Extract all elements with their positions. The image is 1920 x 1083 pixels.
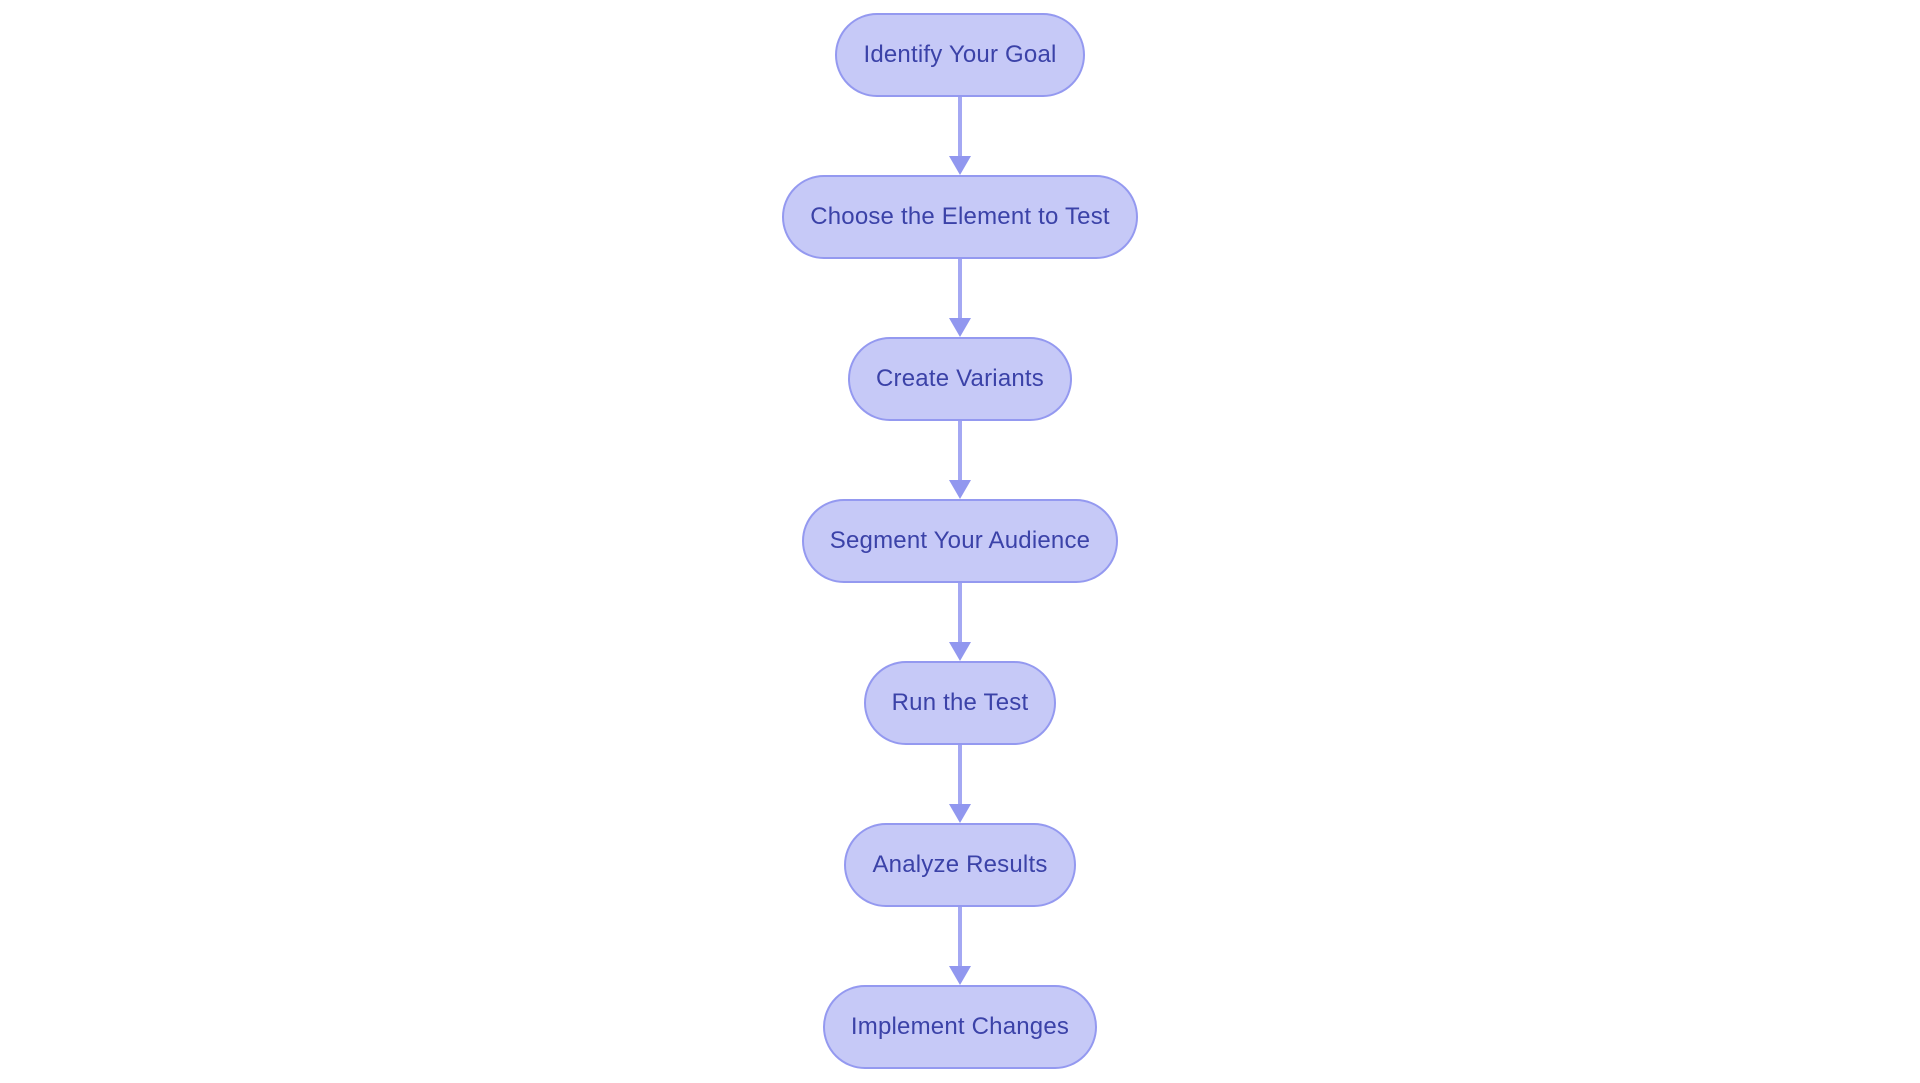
arrow-head-icon — [949, 156, 971, 175]
flow-node-label: Identify Your Goal — [863, 41, 1057, 68]
flow-node-label: Choose the Element to Test — [810, 203, 1110, 230]
arrow-head-icon — [949, 804, 971, 823]
flow-connector — [949, 259, 971, 337]
flow-connector — [949, 421, 971, 499]
flow-connector — [949, 583, 971, 661]
flow-connector — [949, 907, 971, 985]
flow-node-implement-changes: Implement Changes — [822, 985, 1098, 1069]
flow-node-run-test: Run the Test — [863, 661, 1057, 745]
flow-node-analyze-results: Analyze Results — [844, 823, 1076, 907]
flowchart-column: Identify Your Goal Choose the Element to… — [0, 13, 1920, 1069]
flow-node-label: Implement Changes — [850, 1013, 1070, 1040]
flow-node-label: Run the Test — [891, 689, 1029, 716]
arrow-head-icon — [949, 642, 971, 661]
arrow-line — [958, 97, 962, 156]
flow-connector — [949, 745, 971, 823]
flow-node-identify-goal: Identify Your Goal — [835, 13, 1085, 97]
arrow-head-icon — [949, 480, 971, 499]
arrow-line — [958, 421, 962, 480]
flow-node-label: Create Variants — [876, 365, 1044, 392]
flow-node-choose-element: Choose the Element to Test — [782, 175, 1138, 259]
flow-node-create-variants: Create Variants — [848, 337, 1072, 421]
arrow-line — [958, 259, 962, 318]
flow-node-label: Segment Your Audience — [829, 527, 1091, 554]
flow-node-label: Analyze Results — [872, 851, 1048, 878]
arrow-line — [958, 907, 962, 966]
arrow-line — [958, 745, 962, 804]
arrow-head-icon — [949, 966, 971, 985]
flow-connector — [949, 97, 971, 175]
arrow-line — [958, 583, 962, 642]
arrow-head-icon — [949, 318, 971, 337]
flow-node-segment-audience: Segment Your Audience — [801, 499, 1119, 583]
